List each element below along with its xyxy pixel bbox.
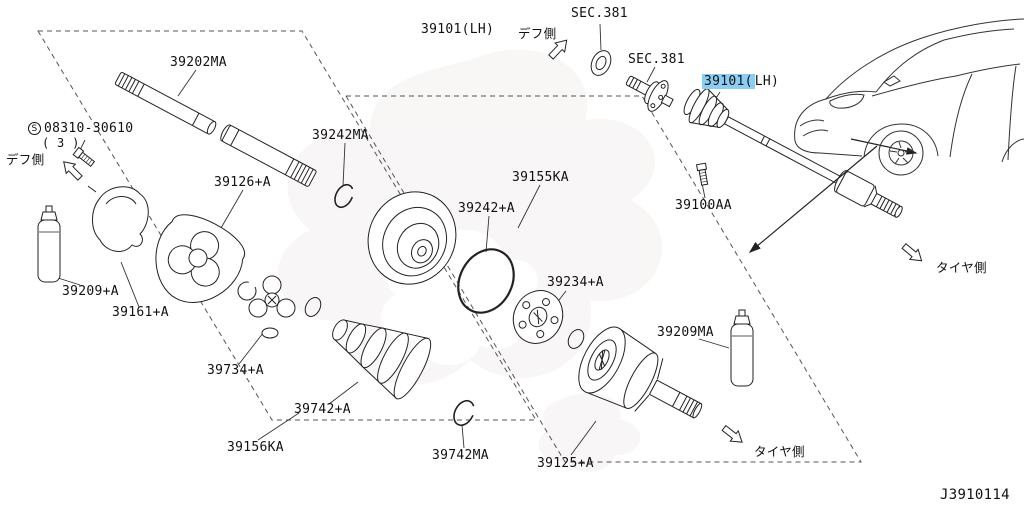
part-label-39742a[interactable]: 39742+A	[294, 402, 351, 417]
part-label-39734a[interactable]: 39734+A	[207, 363, 264, 378]
direction-label-tire-side-bottom: タイヤ側	[754, 444, 805, 459]
part-label-39100aa[interactable]: 39100AA	[675, 198, 732, 213]
part-label-39242ma[interactable]: 39242MA	[312, 128, 369, 143]
part-spider-assembly	[248, 275, 296, 339]
diagram-number: J3910114	[940, 487, 1010, 503]
highlight-chip: 39101(	[702, 74, 755, 89]
part-inner-shaft	[114, 72, 217, 135]
part-label-39209a[interactable]: 39209+A	[62, 284, 119, 299]
part-boot-large	[367, 191, 457, 285]
part-side-seal	[590, 50, 612, 76]
part-boot-clip-small	[304, 297, 322, 317]
part-label-39101-lh[interactable]: 39101(LH)	[421, 22, 495, 37]
location-arrows	[748, 138, 918, 253]
part-label-39101-highlighted[interactable]: 39101(LH)	[702, 74, 780, 90]
part-label-qty: ( 3 )	[42, 136, 80, 150]
part-boot-band-39742ma	[453, 399, 475, 427]
dashed-group-box	[37, 30, 862, 463]
part-label-39155ka[interactable]: 39155KA	[512, 170, 569, 185]
bolt-number: 08310-30610	[44, 121, 134, 136]
part-label-39234a[interactable]: 39234+A	[547, 275, 604, 290]
part-boot-bellows	[332, 319, 432, 400]
part-label-39161a[interactable]: 39161+A	[112, 305, 169, 320]
part-grease-tube-right	[730, 309, 754, 387]
part-grease-tube-left	[37, 205, 61, 283]
section-ref-381-seal[interactable]: SEC.381	[571, 6, 628, 21]
part-boot-band-39242ma	[334, 183, 354, 209]
direction-label-tire-side-right: タイヤ側	[936, 260, 987, 275]
part-joint-housing	[155, 214, 246, 303]
part-label-39125a[interactable]: 39125+A	[537, 456, 594, 471]
direction-label-diff-side-left: デフ側	[6, 152, 45, 167]
highlight-rest: LH)	[754, 74, 780, 89]
car-illustration	[794, 18, 1024, 176]
part-label-39742ma[interactable]: 39742MA	[432, 448, 489, 463]
part-snap-ring-small	[567, 329, 585, 349]
part-side-flange	[625, 75, 674, 112]
part-outer-cv-joint	[578, 326, 703, 419]
part-label-39202ma[interactable]: 39202MA	[170, 55, 227, 70]
part-boot-band-39242a	[457, 248, 515, 314]
part-snap-ring	[237, 281, 257, 301]
direction-label-diff-side-top: デフ側	[518, 26, 557, 41]
part-joint-flange	[512, 290, 564, 344]
part-bolt-39100aa	[696, 162, 710, 186]
part-dust-shield	[87, 185, 149, 252]
part-shaft-section	[220, 124, 317, 187]
part-label-39242a[interactable]: 39242+A	[458, 201, 515, 216]
diff-side-arrow-left-icon	[58, 156, 86, 184]
section-ref-381-flange[interactable]: SEC.381	[628, 52, 685, 67]
leader-lines	[54, 23, 730, 456]
part-label-39209ma[interactable]: 39209MA	[657, 325, 714, 340]
s-mark-icon: S	[28, 122, 41, 135]
part-front-drive-shaft	[683, 88, 903, 218]
tire-side-arrow-right-icon	[899, 240, 927, 267]
part-label-39156ka[interactable]: 39156KA	[227, 440, 284, 455]
part-label-39126a[interactable]: 39126+A	[214, 175, 271, 190]
tire-side-arrow-bottom-icon	[719, 422, 747, 448]
